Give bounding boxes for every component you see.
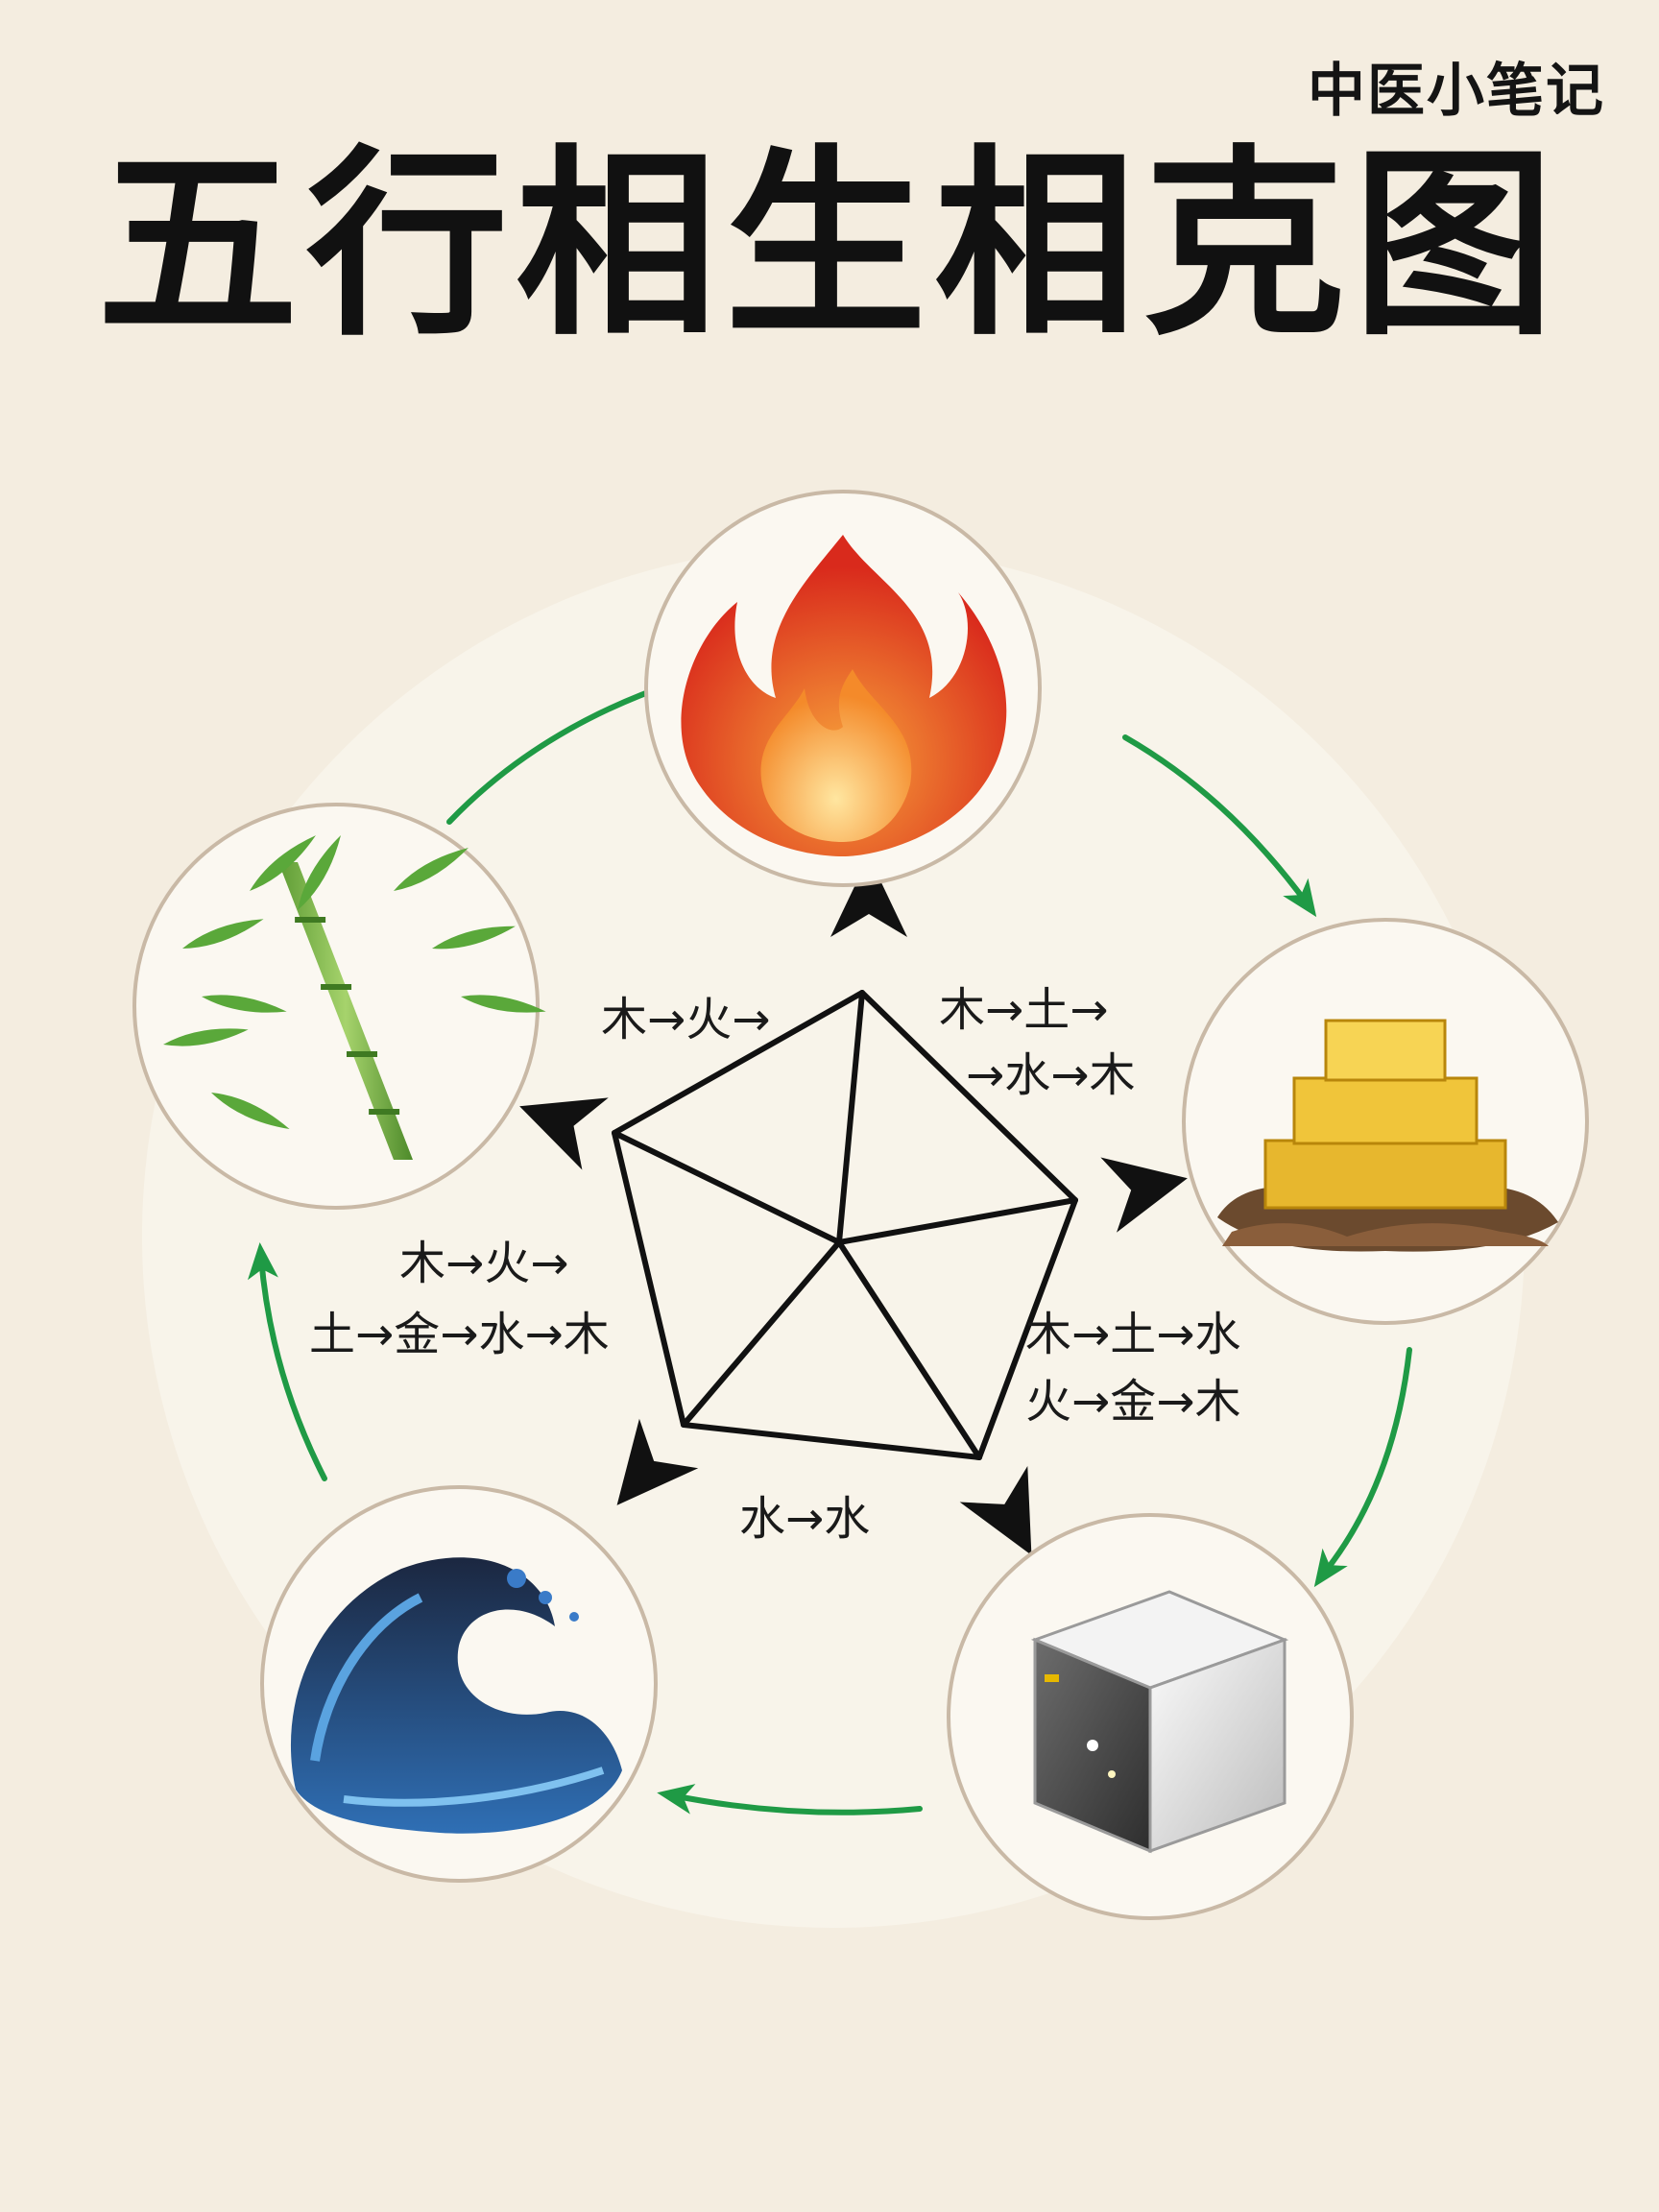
label-top-right-2: →水→木 — [966, 1048, 1135, 1102]
metal-cube-icon — [1030, 1590, 1289, 1854]
star-arrowhead-right — [1100, 1157, 1188, 1233]
cycle-arrowhead-4 — [657, 1784, 696, 1815]
fire-icon — [681, 535, 1007, 856]
label-left-1: 木→火→ — [399, 1237, 568, 1290]
page-title: 五行相生相克图 — [96, 126, 1562, 363]
label-bottom: 水→水 — [739, 1492, 870, 1546]
label-top-left: 木→火→ — [601, 993, 770, 1046]
cycle-arrow-3 — [1320, 1347, 1412, 1577]
star-labels: 木→火→ 木→土→ →水→木 木→火→ 土→金→水→木 木→土→水 火→金→木 … — [309, 983, 1240, 1546]
brand-label: 中医小笔记 — [1308, 58, 1605, 125]
star-line-9 — [681, 1239, 842, 1428]
cycle-arrow-2 — [1122, 734, 1310, 907]
star-line-8 — [681, 1422, 982, 1460]
star-line-6 — [836, 1197, 1078, 1245]
bamboo-icon — [163, 835, 546, 1160]
cycle-arrow-5 — [258, 1255, 327, 1481]
cycle-arrowhead-3 — [1313, 1548, 1348, 1588]
element-node-wood — [132, 803, 546, 1210]
cycle-arrow-4 — [669, 1792, 923, 1815]
star-line-5 — [612, 1130, 686, 1428]
star-arrowhead-bottom-left — [616, 1418, 699, 1505]
star-line-1 — [612, 990, 865, 1136]
label-top-right-1: 木→土→ — [939, 983, 1108, 1037]
cycle-arrowhead-5 — [247, 1242, 278, 1281]
restraining-star — [519, 856, 1188, 1555]
element-node-earth — [1182, 918, 1589, 1325]
star-line-7 — [976, 1197, 1078, 1460]
element-node-metal — [947, 1513, 1354, 1920]
generating-cycle-arrows — [247, 676, 1412, 1815]
element-node-fire — [644, 490, 1042, 887]
gold-earth-mound-icon — [1217, 1019, 1558, 1252]
star-arrowhead-left — [519, 1097, 609, 1170]
cycle-arrow-1 — [446, 681, 675, 825]
element-node-water — [260, 1485, 658, 1883]
star-line-2 — [859, 990, 1078, 1203]
star-arrowhead-bottom-right — [959, 1465, 1032, 1555]
label-right-1: 木→土→水 — [1025, 1308, 1240, 1361]
label-left-2: 土→金→水→木 — [309, 1308, 610, 1361]
star-line-3 — [836, 990, 865, 1245]
star-arrowhead-top — [830, 856, 907, 937]
star-line-10 — [836, 1239, 982, 1460]
water-wave-icon — [290, 1557, 623, 1834]
star-line-4 — [612, 1130, 842, 1245]
label-right-2: 火→金→木 — [1025, 1375, 1240, 1429]
cycle-arrowhead-2 — [1283, 878, 1317, 918]
